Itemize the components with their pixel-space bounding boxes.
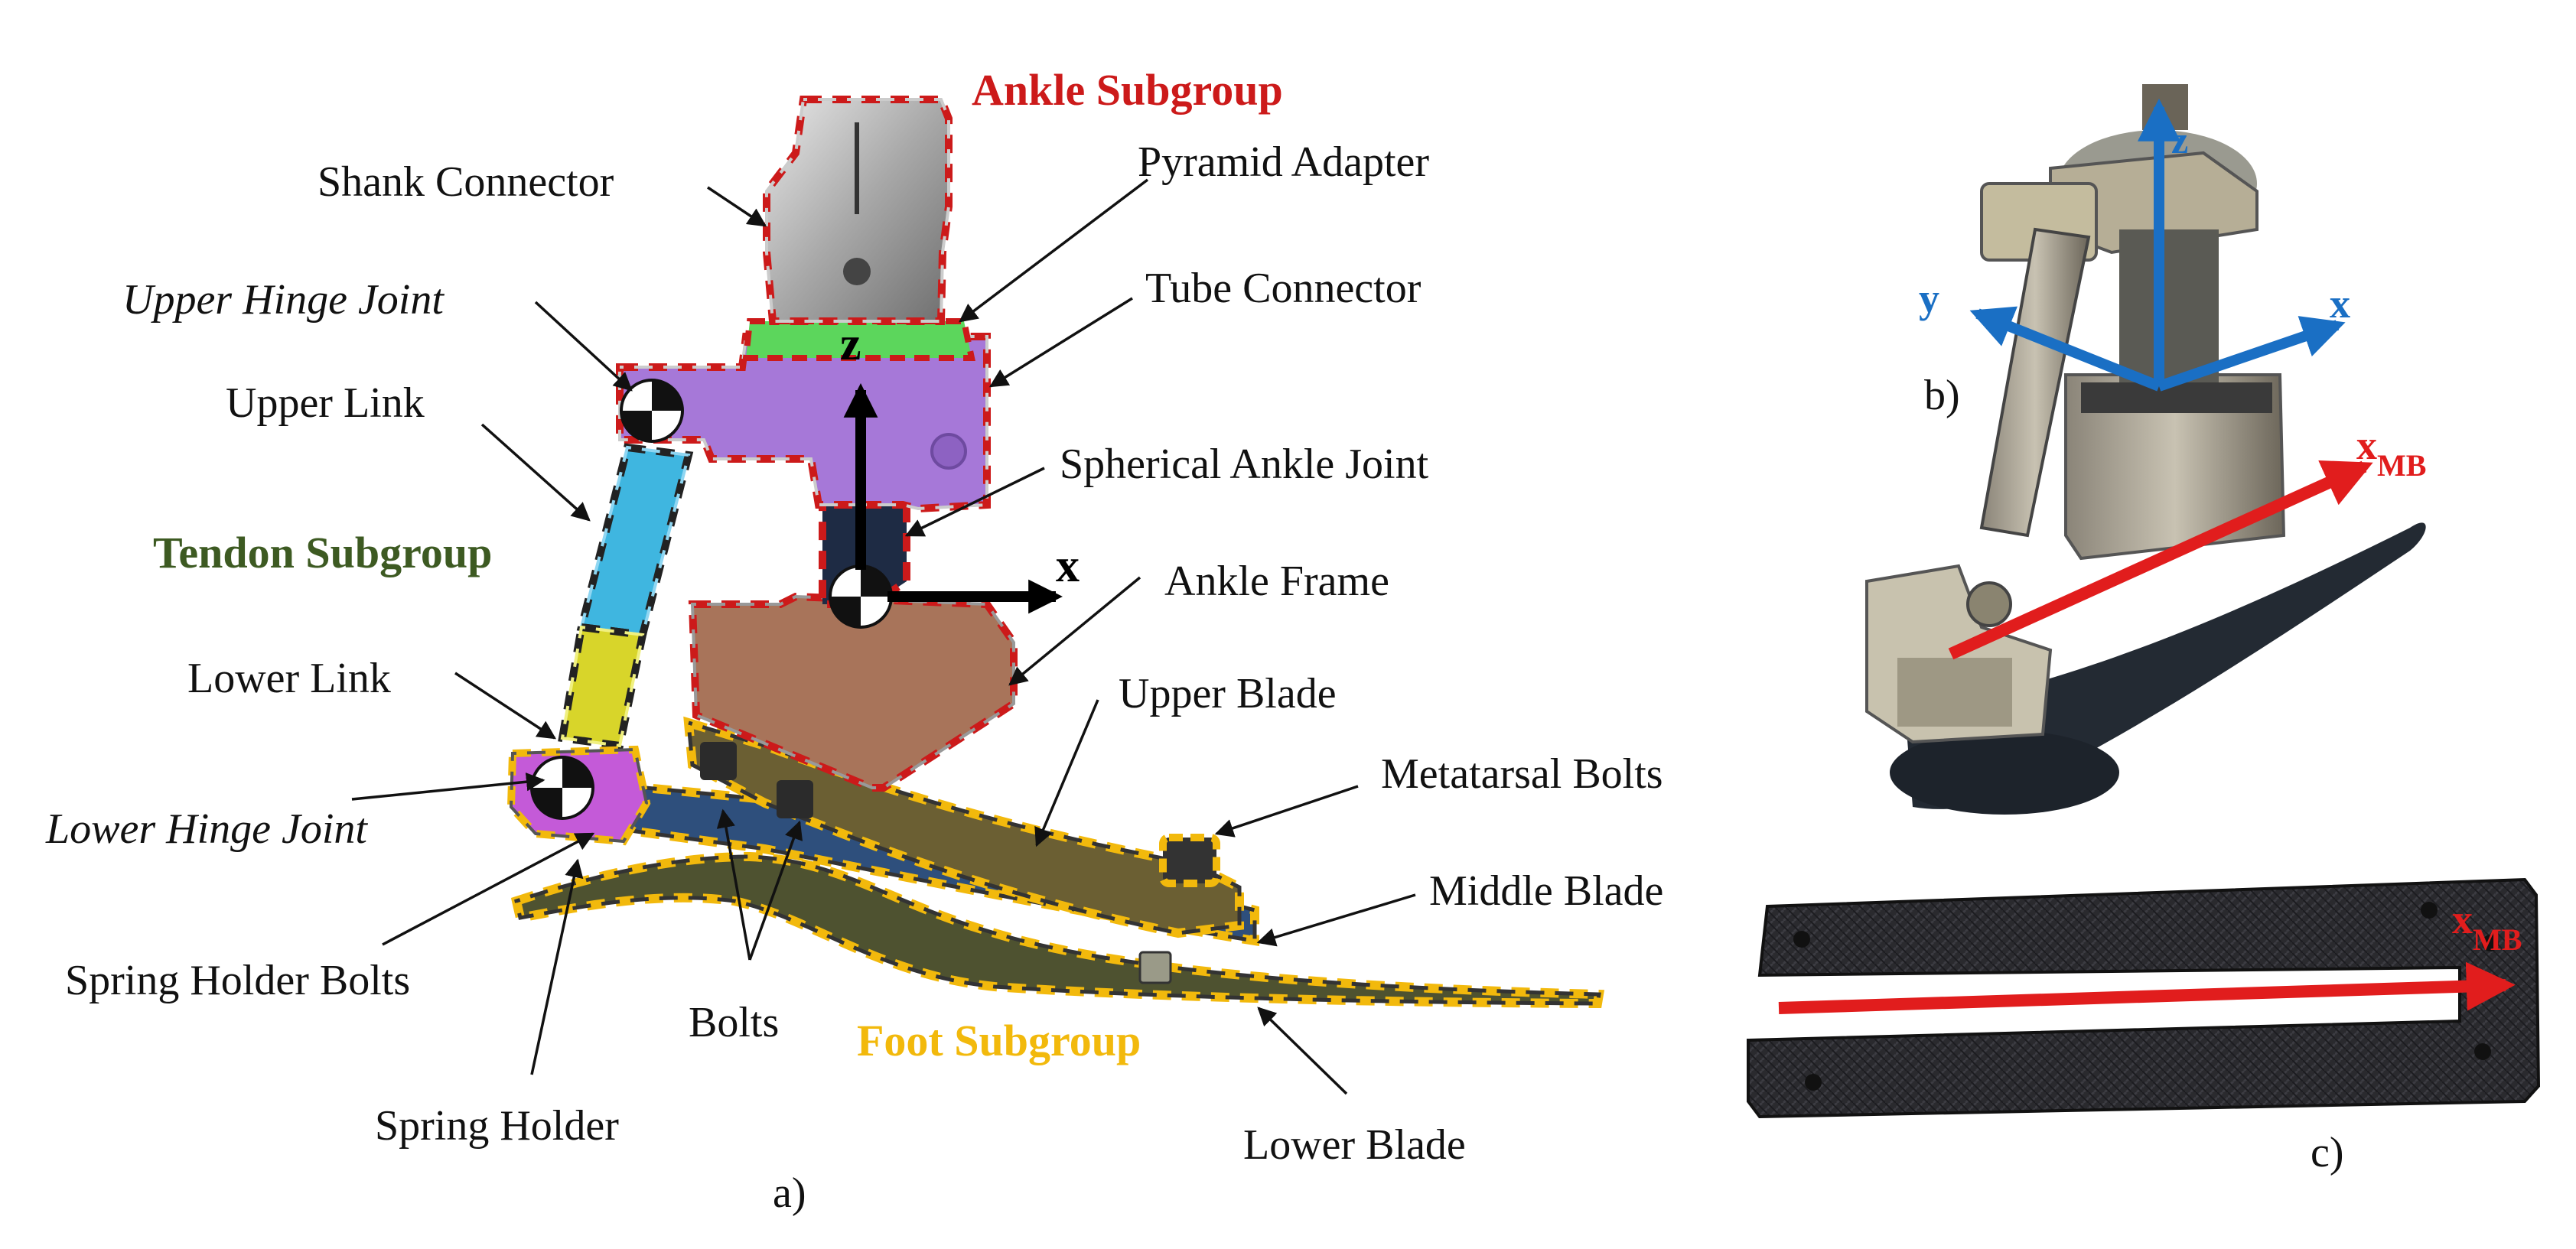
ankle-frame-part	[688, 592, 1018, 792]
panel-b-caption: b)	[1924, 372, 1960, 419]
lower-blade-bolt	[1138, 951, 1172, 984]
spherical-ankle-joint-label: Spherical Ankle Joint	[1060, 441, 1429, 488]
panel-c-xmb-axis	[1778, 961, 2516, 1014]
shank-connector-label: Shank Connector	[318, 158, 614, 206]
lower-hinge-joint-label: Lower Hinge Joint	[45, 805, 368, 853]
tube-connector-label: Tube Connector	[1145, 265, 1422, 312]
pyramid-adapter-part	[742, 318, 975, 361]
bolt-part-1	[700, 742, 737, 780]
lower-blade-part	[510, 851, 1605, 1009]
pyramid-adapter-label: Pyramid Adapter	[1138, 138, 1429, 186]
panel-b-link-rod	[1979, 227, 2091, 538]
ankle-subgroup-label: Ankle Subgroup	[972, 65, 1283, 115]
panel-b-xmb-label: xMB	[2356, 422, 2426, 483]
panel-a: z x Ankle Subgroup Shank Connector Pyram…	[45, 65, 1663, 1217]
panel-a-z-label: z	[840, 318, 861, 370]
panel-b-xmb-sub: MB	[2377, 448, 2426, 483]
upper-hinge-joint-label: Upper Hinge Joint	[122, 276, 445, 324]
panel-c-caption: c)	[2311, 1129, 2344, 1176]
upper-link-label: Upper Link	[226, 379, 425, 427]
panel-a-x-label: x	[1056, 540, 1080, 592]
lower-hinge-marker	[530, 756, 594, 820]
upper-blade-part	[683, 716, 1244, 938]
panel-c-carbon-blade	[1747, 877, 2541, 1119]
lower-blade-label: Lower Blade	[1243, 1121, 1466, 1169]
spring-holder-label: Spring Holder	[375, 1102, 619, 1150]
panel-c-xmb-sub: MB	[2473, 922, 2522, 957]
metatarsal-bolt-part	[1159, 834, 1220, 887]
panel-c: xMB c)	[1747, 877, 2541, 1176]
panel-b-x-label: x	[2330, 281, 2350, 327]
ankle-frame-label: Ankle Frame	[1164, 558, 1389, 605]
foot-subgroup-label: Foot Subgroup	[857, 1016, 1141, 1065]
upper-hinge-marker	[620, 379, 684, 443]
upper-link-part	[576, 443, 694, 639]
panel-b-y-label: y	[1919, 275, 1939, 321]
bolt-part-2	[777, 780, 813, 818]
middle-blade-label: Middle Blade	[1429, 867, 1663, 915]
tendon-subgroup-label: Tendon Subgroup	[153, 528, 492, 577]
spring-holder-bolts-label: Spring Holder Bolts	[65, 957, 410, 1004]
bolts-label: Bolts	[689, 999, 779, 1046]
panel-a-caption: a)	[773, 1169, 806, 1217]
panel-b-xmb-axis	[1948, 460, 2373, 660]
panel-c-xmb-main: x	[2452, 896, 2473, 942]
metatarsal-bolts-label: Metatarsal Bolts	[1381, 750, 1663, 798]
upper-blade-label: Upper Blade	[1119, 670, 1337, 717]
panel-b-xmb-main: x	[2356, 422, 2377, 468]
ankle-joint-marker	[829, 564, 893, 629]
panel-b-y-axis	[1969, 306, 2161, 392]
panel-b: z y x xMB b)	[1865, 84, 2426, 815]
panel-b-z-label: z	[2171, 119, 2188, 161]
panel-b-x-axis	[2157, 316, 2346, 392]
lower-link-label: Lower Link	[187, 655, 391, 702]
panel-c-xmb-label: xMB	[2452, 896, 2522, 957]
